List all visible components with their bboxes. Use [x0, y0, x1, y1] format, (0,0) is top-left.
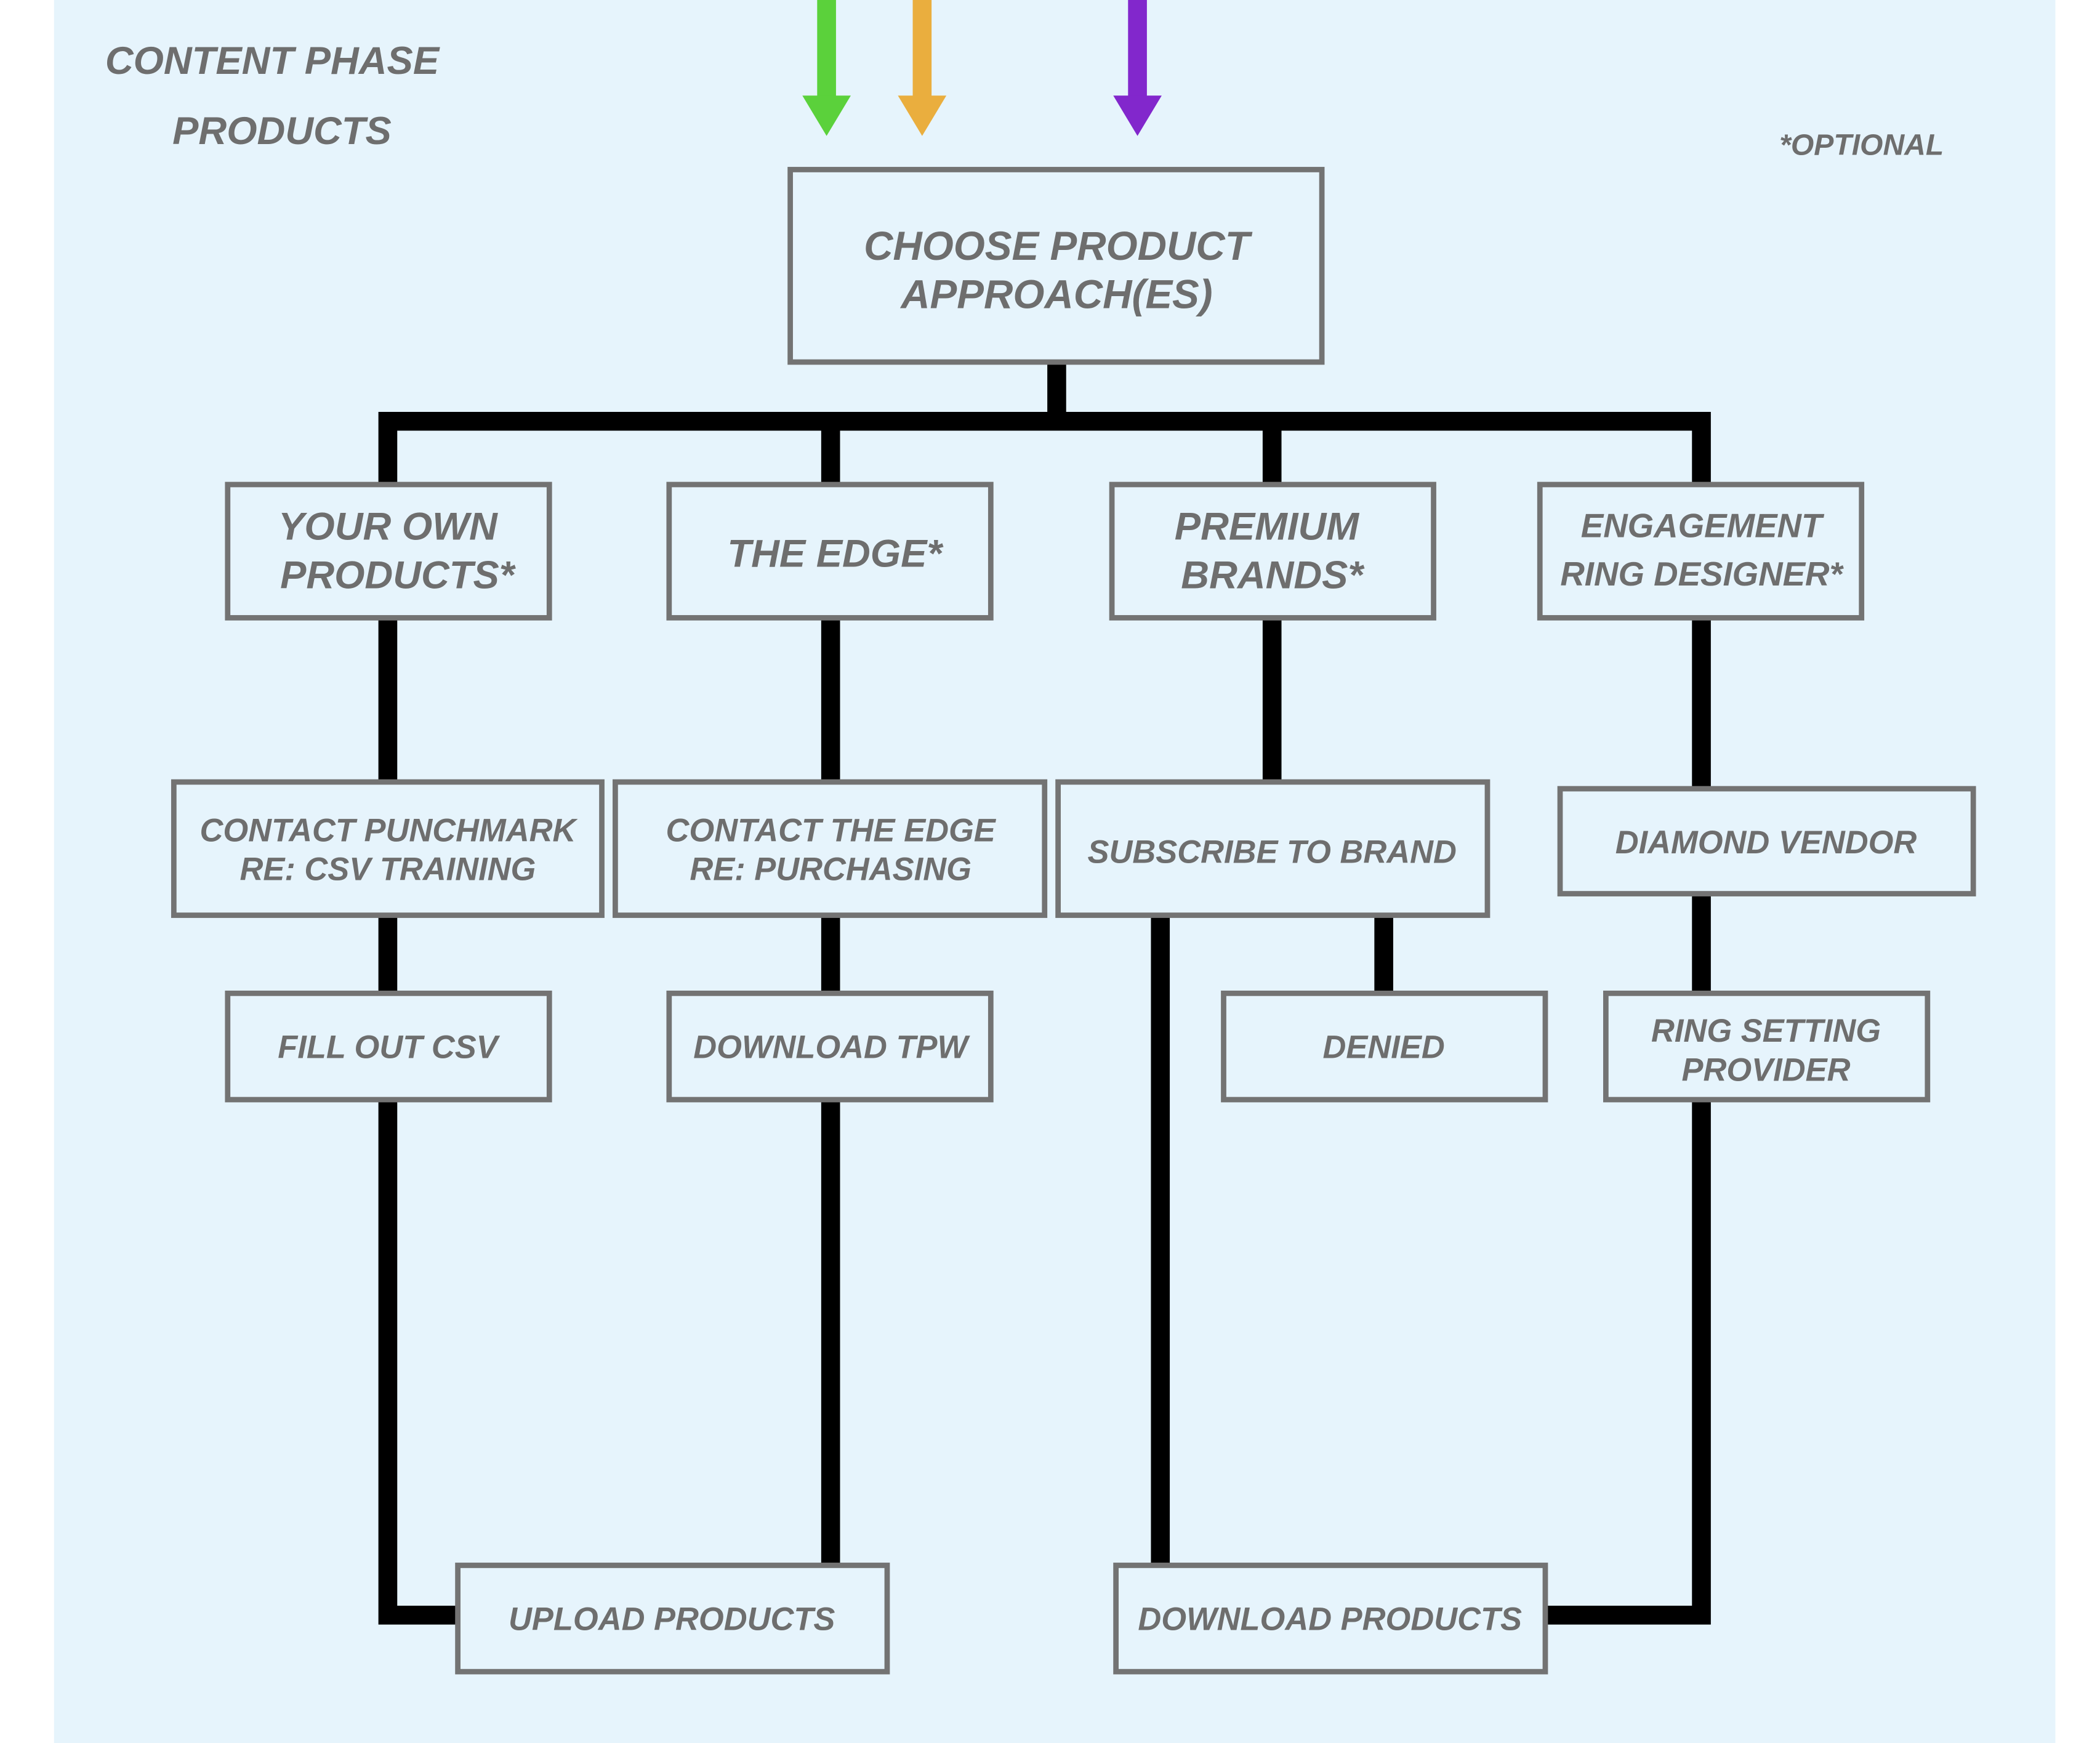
svg-text:RING SETTING: RING SETTING: [1651, 1013, 1881, 1049]
svg-text:CHOOSE PRODUCT: CHOOSE PRODUCT: [864, 223, 1253, 268]
svg-text:APPROACH(ES): APPROACH(ES): [899, 272, 1212, 317]
svg-text:DOWNLOAD PRODUCTS: DOWNLOAD PRODUCTS: [1138, 1601, 1522, 1637]
optional-note: *OPTIONAL: [1779, 128, 1944, 161]
svg-text:FILL OUT CSV: FILL OUT CSV: [278, 1029, 500, 1065]
svg-text:RE: PURCHASING: RE: PURCHASING: [690, 852, 972, 888]
node-upload-products: UPLOAD PRODUCTS: [455, 1563, 890, 1675]
page-title: CONTENT PHASE: [105, 39, 440, 83]
svg-text:ENGAGEMENT: ENGAGEMENT: [1581, 507, 1825, 544]
svg-text:DOWNLOAD TPW: DOWNLOAD TPW: [693, 1029, 970, 1065]
arrow-down-icon-purple: [1113, 0, 1162, 136]
svg-text:RE: CSV TRAINING: RE: CSV TRAINING: [240, 852, 536, 888]
node-the-edge: THE EDGE*: [666, 481, 994, 621]
node-fill-out-csv: FILL OUT CSV: [225, 990, 552, 1103]
svg-text:YOUR OWN: YOUR OWN: [278, 505, 498, 549]
page-subtitle: PRODUCTS: [172, 110, 392, 153]
node-contact-the-edge: CONTACT THE EDGE RE: PURCHASING: [613, 779, 1048, 918]
node-choose-product-approach: CHOOSE PRODUCT APPROACH(ES): [787, 167, 1325, 365]
node-diamond-vendor: DIAMOND VENDOR: [1557, 786, 1976, 896]
svg-text:THE EDGE*: THE EDGE*: [727, 532, 944, 575]
svg-text:DIAMOND VENDOR: DIAMOND VENDOR: [1615, 825, 1917, 861]
svg-text:PRODUCTS*: PRODUCTS*: [280, 553, 517, 597]
node-contact-punchmark: CONTACT PUNCHMARK RE: CSV TRAINING: [171, 779, 605, 918]
svg-text:CONTACT PUNCHMARK: CONTACT PUNCHMARK: [199, 813, 578, 848]
svg-text:UPLOAD PRODUCTS: UPLOAD PRODUCTS: [509, 1601, 835, 1637]
svg-text:BRANDS*: BRANDS*: [1181, 553, 1365, 597]
node-subscribe-to-brand: SUBSCRIBE TO BRAND: [1055, 779, 1491, 918]
node-ring-setting-provider: RING SETTING PROVIDER: [1603, 990, 1931, 1103]
svg-text:PREMIUM: PREMIUM: [1175, 505, 1359, 549]
node-download-products: DOWNLOAD PRODUCTS: [1113, 1563, 1548, 1675]
node-your-own-products: YOUR OWN PRODUCTS*: [225, 481, 552, 621]
node-premium-brands: PREMIUM BRANDS*: [1109, 481, 1436, 621]
node-denied: DENIED: [1221, 990, 1548, 1103]
connectors: [378, 362, 1711, 1625]
node-download-tpw: DOWNLOAD TPW: [666, 990, 994, 1103]
svg-text:PROVIDER: PROVIDER: [1682, 1052, 1851, 1088]
svg-text:DENIED: DENIED: [1323, 1029, 1445, 1065]
svg-text:SUBSCRIBE TO BRAND: SUBSCRIBE TO BRAND: [1088, 834, 1457, 870]
svg-text:RING DESIGNER*: RING DESIGNER*: [1560, 555, 1844, 593]
arrow-down-icon-green: [802, 0, 851, 136]
arrow-down-icon-orange: [898, 0, 947, 136]
svg-text:CONTACT THE EDGE: CONTACT THE EDGE: [666, 813, 997, 848]
node-engagement-ring-designer: ENGAGEMENT RING DESIGNER*: [1537, 481, 1865, 621]
